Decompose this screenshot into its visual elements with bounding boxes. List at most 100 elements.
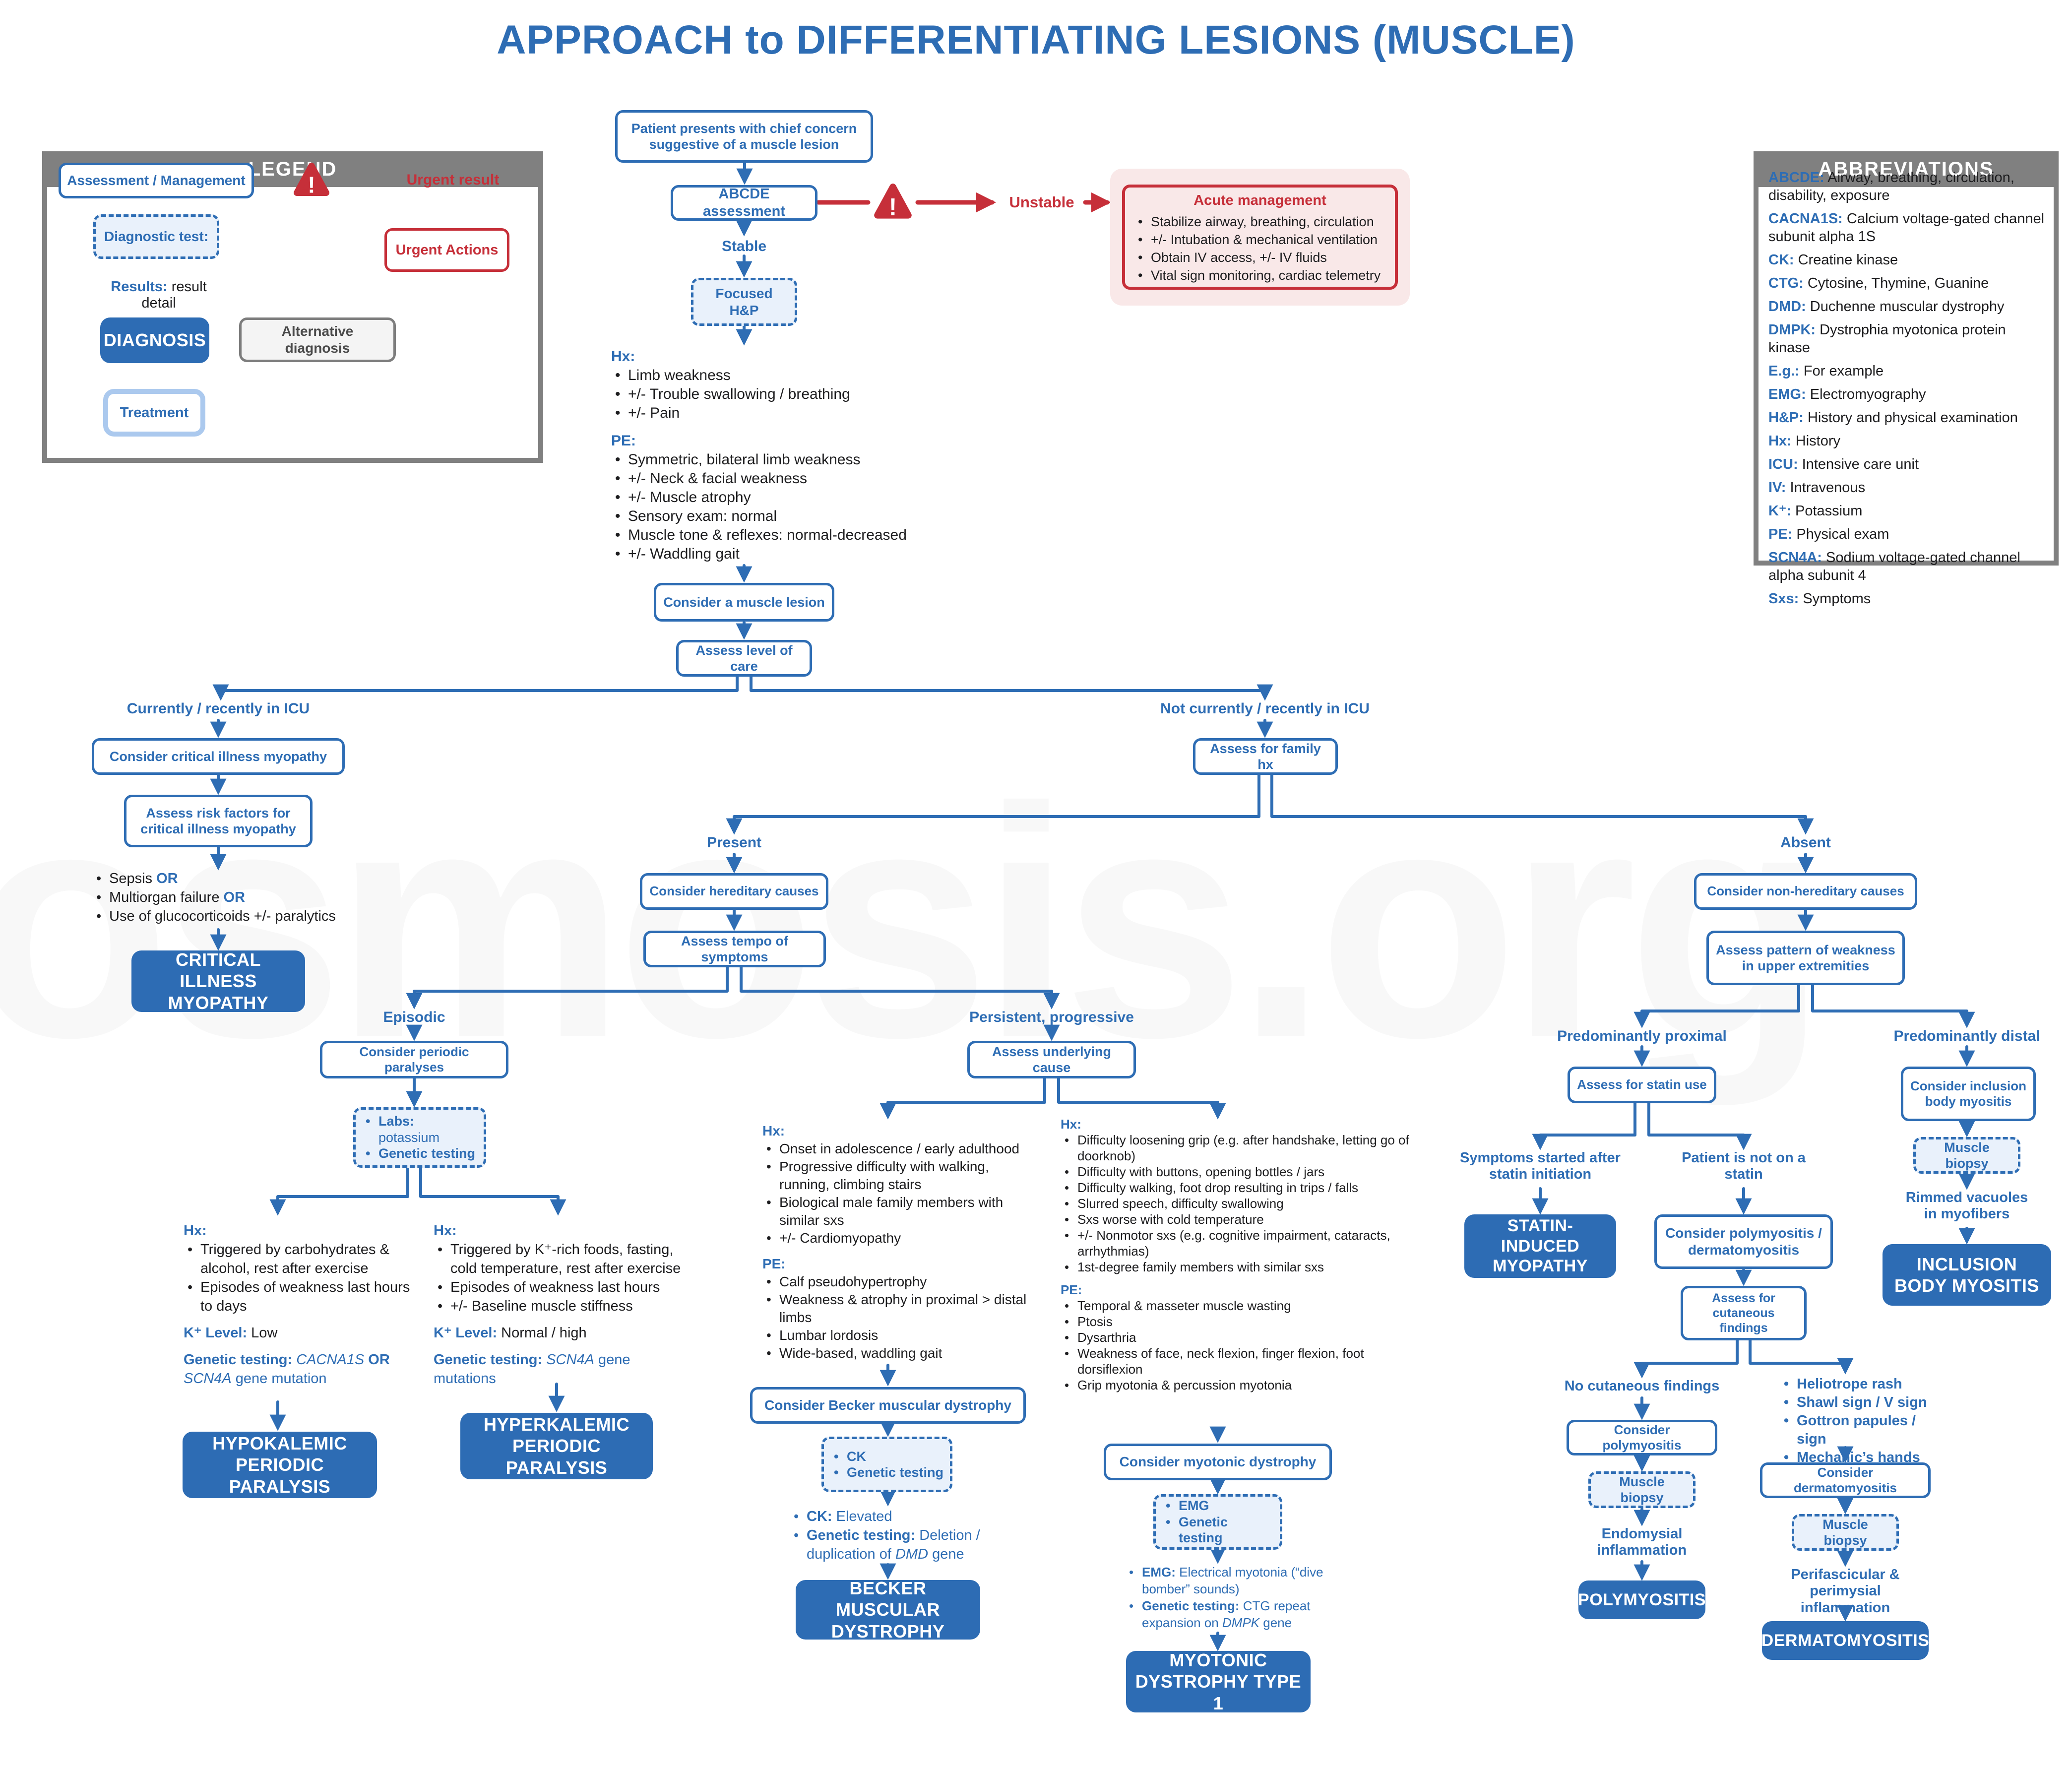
bullet-text: +/- Intubation & mechanical ventilation: [1151, 232, 1378, 247]
hx-heading: Hx:: [434, 1223, 457, 1239]
bullet-text: Shawl sign / V sign: [1797, 1394, 1927, 1410]
legend-treatment-label: Treatment: [120, 404, 189, 421]
node-label: Assess pattern of weakness in upper extr…: [1716, 942, 1895, 973]
list-item: Onset in adolescence / early adulthood: [762, 1140, 1040, 1158]
result-key: EMG:: [1142, 1565, 1176, 1579]
node-emg-genetic-testing: EMG Genetic testing: [1153, 1494, 1282, 1550]
bullet-text: Biological male family members with simi…: [779, 1195, 1004, 1228]
test-label: CK: [847, 1449, 866, 1464]
node-label: Focused H&P: [715, 285, 773, 318]
list-item: Sxs worse with cold temperature: [1061, 1211, 1418, 1227]
label-no-cutaneous-findings: No cutaneous findings: [1564, 1378, 1720, 1394]
k-level-value: Low: [247, 1325, 278, 1341]
result-label: CRITICAL ILLNESS MYOPATHY: [168, 949, 269, 1013]
k-level-line: K⁺ Level: Low: [184, 1324, 412, 1342]
node-abcde-assessment: ABCDE assessment: [671, 185, 817, 221]
svg-text:!: !: [308, 172, 315, 198]
bullet-or: OR: [156, 871, 178, 886]
test-label: EMG: [1179, 1498, 1209, 1514]
abbr-value: Duchenne muscular dystrophy: [1806, 299, 2005, 315]
bullet-text: +/- Nonmotor sxs (e.g. cognitive impairm…: [1077, 1228, 1390, 1259]
result-polymyositis: POLYMYOSITIS: [1578, 1580, 1705, 1619]
bullet-text: +/- Muscle atrophy: [628, 489, 751, 505]
result-key: CK:: [807, 1509, 832, 1524]
result-label: HYPERKALEMIC PERIODIC PARALYSIS: [483, 1414, 630, 1478]
result-value: Deletion / duplication of: [807, 1527, 980, 1562]
gt-or: OR: [368, 1352, 390, 1368]
abbr-key: EMG:: [1768, 386, 1806, 402]
bullet-text: +/- Baseline muscle stiffness: [450, 1298, 633, 1314]
node-label: Consider non-hereditary causes: [1707, 884, 1904, 899]
abbreviation-item: SCN4A: Sodium voltage-gated channel alph…: [1768, 549, 2046, 584]
node-label: Consider dermatomyositis: [1793, 1464, 1897, 1495]
bullet-text: Weakness & atrophy in proximal > distal …: [779, 1292, 1027, 1325]
hx-heading: Hx:: [611, 348, 635, 365]
legend-alternative-box: Alternative diagnosis: [239, 317, 396, 362]
node-assess-cutaneous: Assess for cutaneous findings: [1681, 1286, 1807, 1340]
abbreviation-item: EMG: Electromyography: [1768, 385, 2046, 403]
list-item: Heliotrope rash: [1780, 1375, 1944, 1393]
node-label: Assess tempo of symptoms: [681, 933, 789, 964]
list-item: Gottron papules / sign: [1780, 1412, 1944, 1449]
node-assess-family-hx: Assess for family hx: [1193, 738, 1338, 775]
list-item: Dysarthria: [1061, 1329, 1418, 1345]
bullet-text: 1st-degree family members with similar s…: [1077, 1260, 1324, 1274]
node-muscle-biopsy-derm: Muscle biopsy: [1792, 1514, 1899, 1551]
gene-name: SCN4A: [542, 1352, 594, 1368]
list-item: Genetic testing: Deletion / duplication …: [790, 1526, 988, 1564]
abbreviations-list: ABCDE: Airway, breathing, circulation, d…: [1768, 169, 2046, 613]
node-label: Assess for cutaneous findings: [1712, 1291, 1775, 1335]
node-label: Consider hereditary causes: [649, 884, 819, 899]
node-label: Consider critical illness myopathy: [109, 749, 327, 764]
list-item: Wide-based, waddling gait: [762, 1344, 1040, 1362]
legend-diagnostic-test-box: Diagnostic test:: [93, 214, 219, 259]
warning-icon: !: [872, 181, 914, 223]
label-not-on-statin: Patient is not on a statin: [1682, 1150, 1806, 1183]
result-key: Genetic testing:: [1142, 1598, 1240, 1613]
node-consider-polymyositis: Consider polymyositis: [1567, 1420, 1717, 1455]
bullet-text: Stabilize airway, breathing, circulation: [1151, 214, 1374, 229]
list-item: Use of glucocorticoids +/- paralytics: [92, 907, 370, 926]
result-label: BECKER MUSCULAR DYSTROPHY: [831, 1578, 945, 1642]
result-hypokalemic-pp: HYPOKALEMIC PERIODIC PARALYSIS: [183, 1432, 377, 1498]
hx-pe-list-main: Hx: Limb weakness +/- Trouble swallowing…: [611, 347, 919, 564]
label-not-in-icu: Not currently / recently in ICU: [1160, 700, 1370, 717]
bullet-text: Weakness of face, neck flexion, finger f…: [1077, 1346, 1364, 1377]
result-value: gene: [928, 1546, 964, 1562]
node-consider-muscle-lesion: Consider a muscle lesion: [654, 583, 834, 622]
abbreviation-item: Hx: History: [1768, 432, 2046, 450]
node-consider-dermatomyositis: Consider dermatomyositis: [1760, 1462, 1931, 1498]
list-item: Triggered by carbohydrates & alcohol, re…: [184, 1240, 412, 1278]
node-label: Muscle biopsy: [1822, 1516, 1868, 1548]
k-level-label: K⁺ Level:: [434, 1325, 498, 1341]
list-item: Weakness of face, neck flexion, finger f…: [1061, 1345, 1418, 1377]
dash-item: Genetic testing: [362, 1145, 475, 1162]
list-item: Difficulty with buttons, opening bottles…: [1061, 1164, 1418, 1180]
dash-item: Labs: potassium: [362, 1113, 478, 1145]
list-item: +/- Pain: [611, 404, 919, 423]
bullet-text: Difficulty loosening grip (e.g. after ha…: [1077, 1133, 1409, 1163]
list-item: Episodes of weakness last hours to days: [184, 1278, 412, 1316]
list-item: Slurred speech, difficulty swallowing: [1061, 1196, 1418, 1211]
abbreviations-panel: ABBREVIATIONS: [1754, 151, 2059, 566]
node-assess-underlying-cause: Assess underlying cause: [967, 1041, 1136, 1078]
gt-label: Genetic testing:: [434, 1352, 543, 1368]
cutaneous-findings-list: Heliotrope rash Shawl sign / V sign Gott…: [1780, 1375, 1944, 1467]
legend-assessment-box: Assessment / Management: [59, 163, 254, 198]
list-item: Sensory exam: normal: [611, 507, 919, 526]
list-item: Episodes of weakness last hours: [434, 1278, 696, 1297]
label-unstable: Unstable: [1009, 193, 1074, 211]
label-currently-in-icu: Currently / recently in ICU: [126, 700, 310, 717]
node-label: Consider polymyositis: [1602, 1422, 1682, 1453]
abbr-key: SCN4A:: [1768, 550, 1822, 566]
list-item: Progressive difficulty with walking, run…: [762, 1158, 1040, 1194]
legend-results-label: Results:: [111, 279, 168, 295]
abbreviation-item: DMPK: Dystrophia myotonica protein kinas…: [1768, 321, 2046, 357]
node-label: Consider myotonic dystrophy: [1119, 1454, 1317, 1470]
node-patient-presents: Patient presents with chief concern sugg…: [615, 110, 873, 163]
list-item: Biological male family members with simi…: [762, 1194, 1040, 1229]
gene-name: DMD: [895, 1546, 929, 1562]
label-episodic: Episodic: [383, 1009, 445, 1025]
list-item: +/- Nonmotor sxs (e.g. cognitive impairm…: [1061, 1227, 1418, 1259]
list-item: +/- Waddling gait: [611, 545, 919, 564]
